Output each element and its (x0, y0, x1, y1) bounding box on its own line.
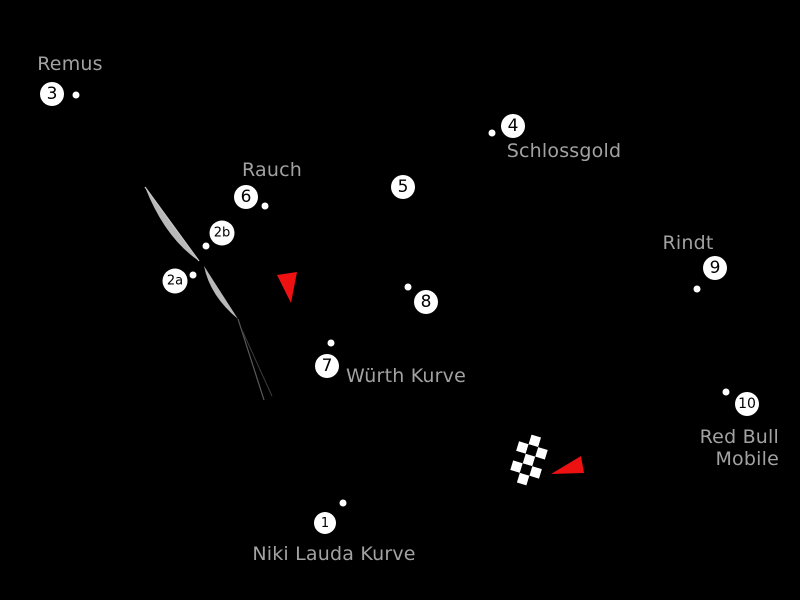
corner-label-red-bull-line1: Red Bull (699, 426, 779, 448)
apex-dot (261, 202, 269, 210)
old-track-line-upper (144, 186, 200, 262)
flag-cell-black (526, 475, 539, 489)
direction-arrow-icon (277, 272, 297, 303)
turn-marker-3: 3 (40, 82, 64, 106)
turn-marker-2a: 2a (162, 268, 188, 294)
flag-cell-black (519, 463, 533, 476)
flag-cell-white (522, 453, 536, 467)
apex-dot (404, 283, 412, 291)
turn-marker-1: 1 (314, 512, 336, 534)
turn-marker-8: 8 (414, 290, 438, 314)
flag-cell-white (535, 447, 548, 460)
apex-dot (327, 339, 335, 347)
turn-marker-4: 4 (501, 114, 525, 138)
flag-cell-black (513, 450, 526, 464)
turn-marker-2b: 2b (209, 220, 235, 246)
turn-marker-6: 6 (234, 185, 258, 209)
old-track-tail-line-1 (237, 318, 265, 401)
apex-dot (693, 285, 701, 293)
flag-cell-white (516, 472, 530, 486)
apex-dot (189, 271, 197, 279)
flag-cell-black (532, 456, 545, 470)
apex-dot (488, 129, 496, 137)
turn-marker-5: 5 (391, 175, 415, 199)
apex-dot (339, 499, 347, 507)
old-circuit-segment (144, 186, 273, 401)
corner-label-schlossgold: Schlossgold (506, 140, 622, 162)
apex-dot (202, 242, 210, 250)
flag-cell-black (507, 469, 520, 483)
corner-label-wurth-kurve: Würth Kurve (346, 365, 466, 387)
corner-label-rauch: Rauch (242, 159, 302, 181)
flag-cell-black (538, 437, 551, 451)
apex-dot (722, 388, 730, 396)
corner-label-remus: Remus (37, 53, 103, 75)
flag-cell-white (510, 460, 523, 473)
flag-cell-black (519, 431, 532, 445)
flag-cell-white (528, 434, 542, 448)
turn-marker-7: 7 (315, 354, 339, 378)
direction-arrow-icon (551, 456, 584, 474)
turn-marker-9: 9 (703, 256, 727, 280)
flag-cell-black (525, 444, 539, 457)
flag-cell-white (516, 441, 529, 454)
old-track-sliver-lower (204, 266, 238, 319)
old-track-tail-line-2 (241, 329, 273, 397)
apex-dot (72, 91, 80, 99)
corner-label-red-bull-line2: Mobile (715, 448, 779, 470)
turn-marker-10: 10 (735, 392, 759, 416)
corner-label-niki-lauda-kurve: Niki Lauda Kurve (252, 543, 416, 565)
start-finish-checkered-flag-icon (507, 431, 551, 489)
corner-label-rindt: Rindt (662, 232, 714, 254)
flag-cell-white (529, 466, 542, 479)
